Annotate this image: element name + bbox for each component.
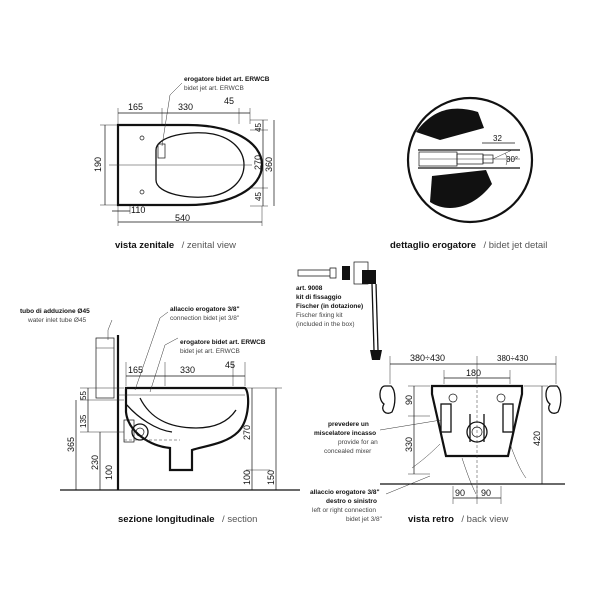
top-view-dim-330: 330 — [178, 102, 193, 112]
kit-line2-en: (included in the box) — [296, 321, 355, 328]
section-dim-330: 330 — [180, 365, 195, 375]
back-view-left-hook — [379, 385, 396, 414]
fixing-kit: art. 9008 kit di fissaggio Fischer (in d… — [296, 261, 382, 360]
back-view-mixer-note-en-2: concealed mixer — [324, 448, 372, 455]
top-view-dim-190: 190 — [93, 157, 103, 172]
kit-line2: Fischer (in dotazione) — [296, 303, 363, 310]
back-view-mixer-note-2: miscelatore incasso — [314, 430, 376, 437]
section-dim-100-left: 100 — [104, 465, 114, 480]
top-view-dim-270: 270 — [253, 155, 263, 170]
section-dim-165: 165 — [128, 365, 143, 375]
section-dim-365: 365 — [66, 437, 76, 452]
kit-line1-en: Fischer fixing kit — [296, 312, 343, 319]
section-dim-100-right: 100 — [242, 470, 252, 485]
detail-dim-32: 32 — [493, 134, 502, 143]
kit-line1: kit di fissaggio — [296, 294, 342, 301]
section-dim-270: 270 — [242, 425, 252, 440]
back-view-mixer-note-1: prevedere un — [328, 421, 369, 428]
section-view: tubo di adduzione Ø45 water inlet tube Ø… — [20, 306, 300, 526]
back-view-mixer-note-en-1: provide for an — [338, 439, 378, 446]
top-view-bowl-outline — [116, 123, 264, 207]
top-view-dim-45: 45 — [224, 96, 234, 106]
top-view-jet — [157, 143, 166, 159]
back-view-dim-90-bottom-right: 90 — [481, 488, 491, 498]
section-tube-note-en: water inlet tube Ø45 — [27, 317, 87, 324]
section-jet-note-en: bidet jet art. ERWCB — [180, 348, 240, 355]
section-dim-45: 45 — [225, 360, 235, 370]
back-view-body — [430, 384, 524, 458]
section-dim-150: 150 — [266, 470, 276, 485]
section-conn-note: allaccio erogatore 3/8" — [170, 306, 240, 313]
back-view-dim-380-right: 380÷430 — [497, 354, 529, 363]
top-view-dim-165: 165 — [128, 102, 143, 112]
section-dim-230: 230 — [90, 455, 100, 470]
back-view-caption: vista retro / back view — [408, 509, 509, 526]
section-tube-note: tubo di adduzione Ø45 — [20, 308, 90, 315]
section-dim-135: 135 — [79, 414, 88, 428]
section-bowl — [124, 386, 250, 472]
top-view-caption: vista zenitale / zenital view — [115, 235, 236, 252]
back-view-dim-330: 330 — [404, 437, 414, 452]
bidet-jet-detail: 32 30° dettaglio erogatore / bidet jet d… — [390, 96, 547, 252]
top-view-dim-360: 360 — [264, 157, 274, 172]
back-view-conn-note-en-1: left or right connection — [312, 507, 376, 514]
back-view-conn-note-1: allaccio erogatore 3/8" — [310, 489, 380, 496]
top-view-dim-45-bottom: 45 — [254, 192, 263, 201]
back-view-dim-90-bottom-left: 90 — [455, 488, 465, 498]
kit-art: art. 9008 — [296, 285, 323, 292]
back-view-dim-90-side: 90 — [404, 395, 414, 405]
detail-dim-30deg: 30° — [506, 155, 518, 164]
top-view-jet-note-en: bidet jet art. ERWCB — [184, 85, 244, 92]
back-view-conn-note-2: destro o sinistro — [326, 498, 377, 505]
top-view-dim-45-top: 45 — [254, 123, 263, 132]
top-view: erogatore bidet art. ERWCB bidet jet art… — [93, 76, 275, 252]
section-dim-55: 55 — [79, 391, 88, 400]
back-view-dim-420: 420 — [532, 431, 542, 446]
detail-caption: dettaglio erogatore / bidet jet detail — [390, 235, 547, 252]
back-view-dim-180: 180 — [466, 368, 481, 378]
section-caption: sezione longitudinale / section — [118, 509, 257, 526]
section-conn-note-en: connection bidet jet 3/8" — [170, 315, 240, 322]
kit-bolt-icon — [297, 267, 337, 279]
back-view-dim-380-left: 380÷430 — [410, 353, 445, 363]
top-view-dim-540: 540 — [175, 213, 190, 223]
section-jet-note: erogatore bidet art. ERWCB — [180, 339, 266, 346]
detail-circle — [406, 96, 534, 224]
top-view-dim-110: 110 — [131, 205, 145, 215]
back-view: 380÷430 380÷430 180 90 330 420 90 90 pre… — [310, 353, 565, 526]
top-view-jet-note: erogatore bidet art. ERWCB — [184, 76, 270, 83]
back-view-conn-note-en-2: bidet jet 3/8" — [346, 516, 383, 523]
back-view-right-hook — [545, 385, 562, 414]
